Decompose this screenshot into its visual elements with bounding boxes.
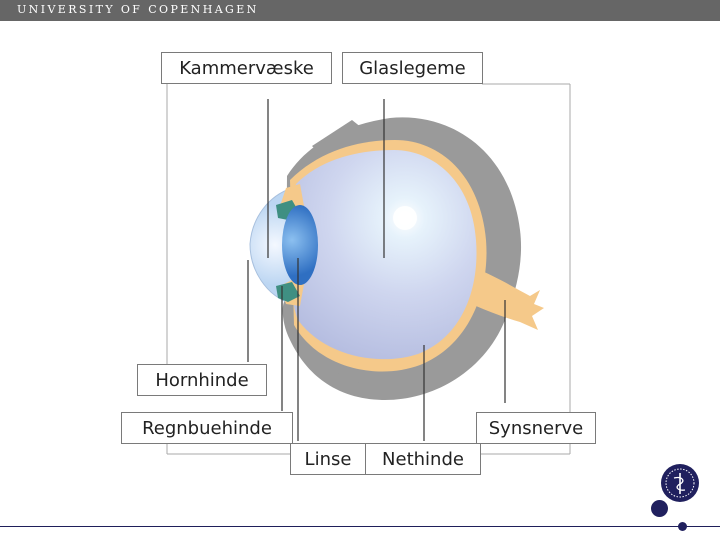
leader-lines [247, 99, 506, 441]
optic-nerve [475, 268, 544, 330]
frame-lines [166, 83, 571, 455]
label-kammervaeske: Kammervæske [161, 52, 332, 84]
label-regnbuehinde: Regnbuehinde [121, 412, 293, 444]
header-bar: UNIVERSITY OF COPENHAGEN [0, 0, 720, 21]
university-seal-icon [661, 464, 699, 502]
university-name: UNIVERSITY OF COPENHAGEN [17, 3, 259, 16]
label-glaslegeme: Glaslegeme [342, 52, 483, 84]
decorative-dot-small [678, 522, 687, 531]
label-nethinde: Nethinde [365, 443, 481, 475]
vitreous-highlight [393, 206, 417, 230]
label-hornhinde: Hornhinde [137, 364, 267, 396]
label-linse: Linse [290, 443, 366, 475]
vitreous-body [289, 150, 477, 360]
lens [282, 205, 318, 285]
label-synsnerve: Synsnerve [476, 412, 596, 444]
footer-line [0, 526, 720, 527]
decorative-dot-large [651, 500, 668, 517]
